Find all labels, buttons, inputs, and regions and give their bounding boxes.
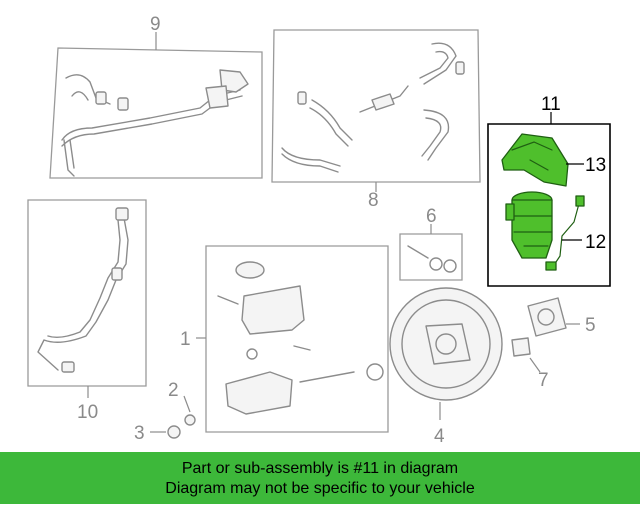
hose-8e: [423, 109, 450, 161]
group-6-box: [399, 233, 463, 281]
part-4-booster: 4: [389, 287, 503, 447]
diagram-notice-banner: Part or sub-assembly is #11 in diagram D…: [0, 452, 640, 504]
callout-6[interactable]: 6: [426, 206, 437, 227]
washer: [184, 414, 196, 426]
part-7-leader: [529, 357, 541, 373]
group-9: 9: [49, 14, 263, 179]
callout-13[interactable]: 13: [585, 155, 606, 176]
group-8: 8: [271, 29, 481, 211]
hose-8d: [423, 42, 457, 85]
part-7-valve: 7: [511, 337, 549, 391]
hose-10: [37, 217, 129, 371]
callout-5[interactable]: 5: [585, 315, 596, 336]
callout-2[interactable]: 2: [168, 380, 179, 401]
vacuum-pipe: [61, 89, 241, 141]
check-valve: [511, 337, 531, 357]
clamp-9b: [117, 97, 129, 111]
part-3-nut: 3: [134, 423, 181, 444]
booster-body: [389, 287, 503, 401]
group-8-box: [271, 29, 481, 183]
vacuum-pump-12[interactable]: [511, 199, 553, 259]
callout-12[interactable]: 12: [585, 232, 606, 253]
group-10-box: [27, 199, 147, 387]
reservoir: [241, 285, 305, 335]
callout-10[interactable]: 10: [77, 402, 98, 423]
callout-1[interactable]: 1: [180, 329, 191, 350]
group-10: 10: [27, 199, 147, 423]
group-9-box: [49, 47, 263, 179]
hose-8a: [281, 147, 341, 167]
gasket: [527, 297, 567, 337]
group-1: 1: [180, 245, 389, 433]
reservoir-cap: [235, 261, 265, 279]
callout-3[interactable]: 3: [134, 423, 145, 444]
hose-8c: [359, 85, 409, 113]
part-2-leader: [183, 395, 191, 413]
notice-line-1: Part or sub-assembly is #11 in diagram: [181, 460, 459, 477]
callout-7[interactable]: 7: [538, 370, 549, 391]
group-11-box: [487, 123, 611, 287]
bolt-6: [407, 245, 429, 259]
callout-11[interactable]: 11: [541, 94, 561, 115]
group-6: 6: [399, 206, 463, 281]
hose-9: [65, 74, 111, 105]
callout-9[interactable]: 9: [150, 14, 161, 35]
part-5-gasket: 5: [527, 297, 596, 337]
callout-4[interactable]: 4: [434, 426, 445, 447]
nut: [167, 425, 181, 439]
group-11-highlighted[interactable]: 11 13 12: [487, 94, 611, 287]
master-cylinder: [225, 371, 293, 415]
group-1-box: [205, 245, 389, 433]
seal-ring: [366, 363, 384, 381]
hose-8b: [311, 99, 353, 141]
pushrod: [299, 371, 355, 383]
pump-wire: [551, 199, 581, 269]
notice-line-2: Diagram may not be specific to your vehi…: [165, 480, 475, 497]
part-2-washer: 2: [168, 380, 196, 426]
clamp-9a: [95, 91, 107, 105]
callout-8[interactable]: 8: [368, 190, 379, 211]
